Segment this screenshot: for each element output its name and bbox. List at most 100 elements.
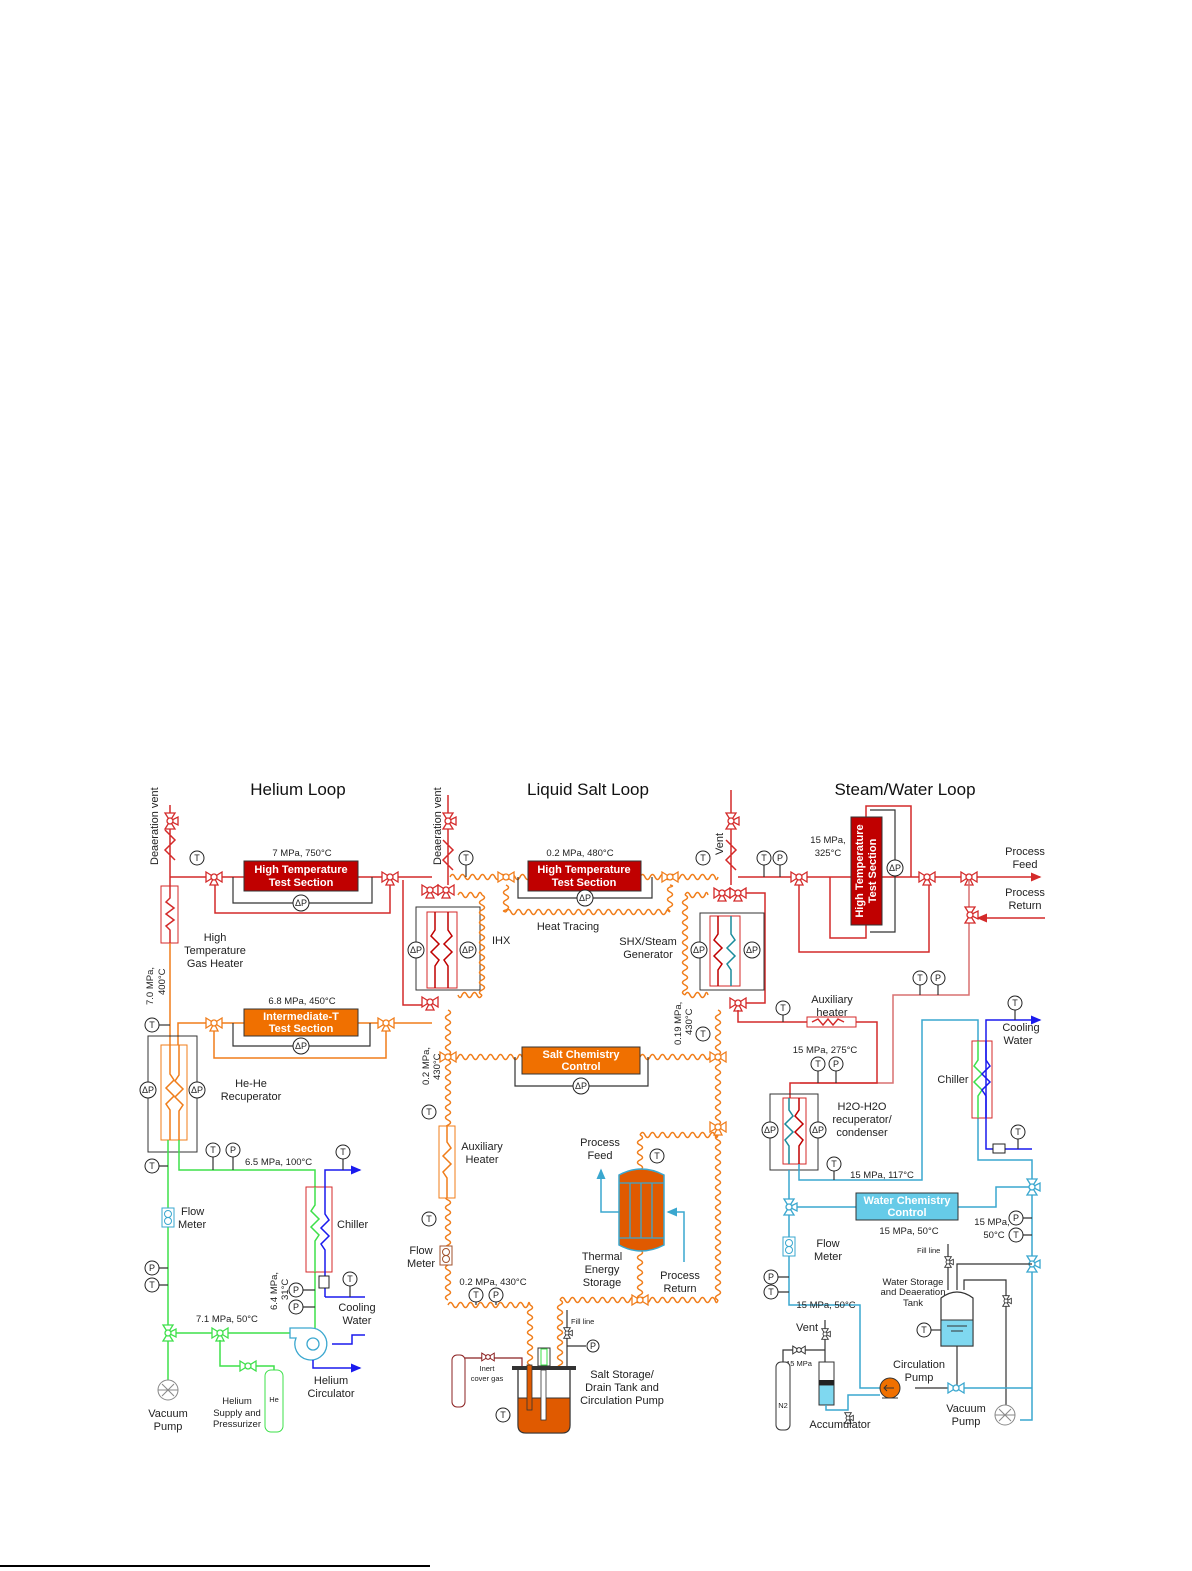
ihx-helium-valve[interactable]	[421, 884, 439, 899]
svg-text:Control: Control	[887, 1207, 926, 1219]
chemistry-line	[447, 1053, 523, 1061]
salt-chemistry-control[interactable]: Salt Chemistry Control	[521, 1046, 641, 1075]
steam-cooling-water-label-1: Cooling	[1002, 1022, 1039, 1034]
salt-drain-tank[interactable]	[512, 1347, 576, 1434]
storage-outlet-line	[636, 1249, 644, 1301]
helium-vacuum-pump[interactable]	[157, 1379, 179, 1401]
circulator-label-1: Helium	[314, 1375, 348, 1387]
helium-ht-outlet-valve[interactable]	[381, 871, 399, 886]
vacuum-isolation-valve[interactable]	[162, 1324, 177, 1342]
ihx-salt-valve[interactable]	[437, 884, 455, 899]
pump-suction-valve[interactable]	[947, 1382, 965, 1394]
water-flow-meter-label-2: Meter	[814, 1251, 842, 1263]
steam-loop-title: Steam/Water Loop	[834, 780, 975, 799]
helium-ht-test-section[interactable]: High Temperature Test Section	[243, 860, 359, 892]
temperature-gauge: T	[695, 1026, 711, 1042]
he-he-recuperator[interactable]	[147, 1035, 198, 1153]
steam-ht-outlet-valve[interactable]	[918, 871, 936, 886]
circulation-pump[interactable]	[879, 1377, 901, 1399]
svg-text:ΔP: ΔP	[295, 898, 307, 908]
salt-ht-inlet-valve[interactable]	[497, 871, 515, 883]
steam-vacuum-pump[interactable]	[994, 1404, 1016, 1426]
process-return-valve[interactable]	[964, 906, 979, 924]
cover-gas-regulator[interactable]	[481, 1352, 495, 1362]
storage-label-2: Energy	[585, 1264, 620, 1276]
intermediate-test-section[interactable]: Intermediate-T Test Section	[243, 1008, 359, 1037]
salt-aux-heater-label-2: Heater	[465, 1154, 498, 1166]
shx-steam-valve[interactable]	[729, 887, 747, 902]
svg-text:P: P	[149, 1263, 155, 1273]
water-chemistry-control[interactable]: Water Chemistry Control	[855, 1192, 959, 1221]
salt-ht-test-section[interactable]: High Temperature Test Section	[527, 860, 642, 892]
thermal-energy-storage[interactable]	[618, 1168, 665, 1252]
gas-heater-label-2: Temperature	[184, 945, 246, 957]
tank-label-3: Tank	[903, 1298, 923, 1309]
svg-text:N2: N2	[778, 1401, 788, 1410]
svg-text:P: P	[493, 1290, 499, 1300]
temperature-gauge: T	[912, 970, 928, 986]
steam-chiller[interactable]	[971, 1040, 993, 1119]
shx-heat-tracing	[684, 991, 709, 999]
accumulator-vent-valve[interactable]	[821, 1328, 831, 1340]
shx-steam-generator[interactable]	[699, 912, 765, 991]
chemistry-outlet-valve[interactable]	[709, 1051, 727, 1063]
salt-aux-heater-label-1: Auxiliary	[461, 1141, 503, 1153]
svg-text:T: T	[1013, 1230, 1019, 1240]
supply-label-2: Supply and	[213, 1408, 261, 1419]
condensate-line	[798, 1019, 1033, 1421]
chemistry-inlet-valve[interactable]	[783, 1198, 798, 1216]
storage-return-valve[interactable]	[631, 1294, 649, 1306]
helium-vent-valve[interactable]	[164, 812, 179, 830]
helium-chiller[interactable]	[305, 1165, 362, 1297]
helium-circulator[interactable]	[289, 1327, 328, 1361]
water-storage-tank[interactable]	[940, 1291, 974, 1347]
salt-deaeration-vent-label: Deaeration vent	[432, 787, 444, 865]
helium-pressure-regulator[interactable]	[239, 1360, 257, 1372]
helium-ht-inlet-valve[interactable]	[205, 871, 223, 886]
storage-label-1: Thermal	[582, 1251, 622, 1263]
drain-tank-label-1: Salt Storage/	[590, 1369, 655, 1381]
steam-vacuum-pump-label-2: Pump	[952, 1416, 981, 1428]
shx-salt-valve[interactable]	[713, 887, 731, 902]
salt-auxiliary-heater[interactable]	[438, 1125, 456, 1199]
svg-text:T: T	[149, 1161, 155, 1171]
steam-vent-valve[interactable]	[725, 812, 740, 830]
cover-gas-label-2: cover gas	[471, 1374, 504, 1383]
cooling-water-label-1: Cooling	[338, 1302, 375, 1314]
shx-heat-tracing	[681, 894, 689, 996]
gas-heater-label-1: High	[204, 932, 227, 944]
steam-water-loop: Steam/Water Loop Vent T T P High Tempera…	[619, 780, 1045, 1431]
shx-outlet-condition-2: 430°C	[684, 1008, 695, 1035]
cooling-flow-meter	[992, 1143, 1006, 1154]
circulation-pump-label-1: Circulation	[893, 1359, 945, 1371]
storage-inlet-line	[639, 1131, 719, 1139]
helium-fill-valve[interactable]	[211, 1327, 229, 1342]
salt-fill-valve[interactable]	[563, 1327, 573, 1339]
ihx-outlet-valve[interactable]	[421, 996, 439, 1011]
helium-it-outlet-valve[interactable]	[377, 1017, 395, 1032]
accumulator[interactable]	[818, 1361, 835, 1406]
svg-text:T: T	[194, 853, 200, 863]
helium-it-inlet-valve[interactable]	[205, 1017, 223, 1032]
svg-text:P: P	[833, 1059, 839, 1069]
helium-cold-line	[167, 1140, 316, 1380]
temperature-gauge: T	[189, 850, 205, 866]
gas-heater[interactable]	[160, 885, 179, 944]
vacuum-valve[interactable]	[1002, 1295, 1012, 1307]
steam-ht-inlet-valve[interactable]	[790, 871, 808, 886]
water-fill-valve[interactable]	[944, 1256, 954, 1268]
n2-regulator[interactable]	[792, 1345, 806, 1355]
salt-vent-valve[interactable]	[442, 812, 457, 830]
steam-auxiliary-heater[interactable]	[806, 1016, 857, 1028]
tank-label-2: and Deaeration	[881, 1287, 946, 1298]
shx-outlet-valve[interactable]	[729, 997, 747, 1012]
n2-bottle: N2	[775, 1361, 791, 1431]
ihx[interactable]	[415, 906, 481, 991]
salt-ht-outlet-valve[interactable]	[661, 871, 679, 883]
steam-ht-test-section[interactable]: High Temperature Test Section	[850, 816, 883, 926]
chemistry-outlet-valve[interactable]	[1026, 1178, 1041, 1196]
salt-vent-line	[441, 795, 455, 885]
right-condition-2: 50°C	[983, 1230, 1004, 1241]
water-fill-line-label: Fill line	[917, 1246, 940, 1255]
drain-tank-label-2: Drain Tank and	[585, 1382, 659, 1394]
